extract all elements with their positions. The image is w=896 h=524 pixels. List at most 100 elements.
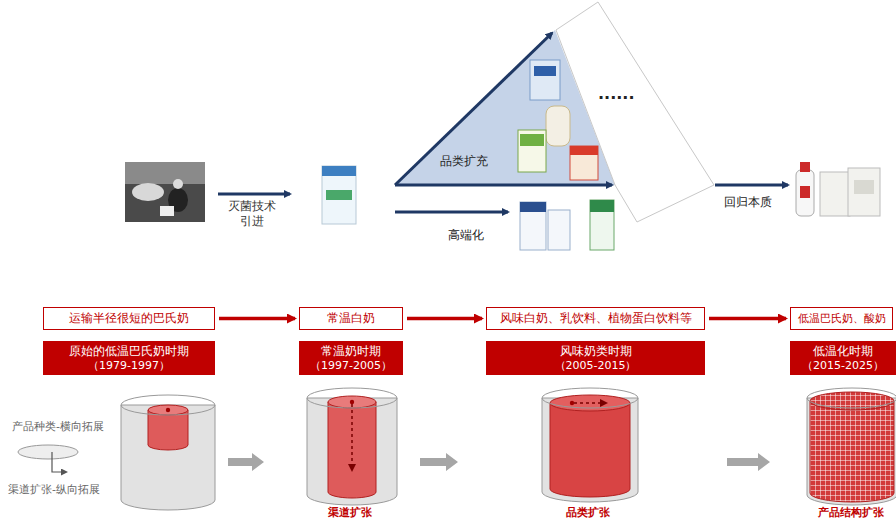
arrow bbox=[218, 193, 290, 196]
cylinder-side bbox=[807, 398, 896, 505]
node-years: （2015-2025） bbox=[802, 359, 884, 372]
milk-bag bbox=[820, 172, 850, 216]
product-box: 低温巴氏奶、酸奶 bbox=[790, 307, 893, 330]
premium-cartons bbox=[520, 200, 614, 250]
cylinder bbox=[307, 388, 397, 505]
stage-arrow bbox=[219, 317, 295, 321]
carton-body bbox=[322, 166, 356, 224]
dashed-arrow bbox=[574, 402, 606, 404]
bottle-label bbox=[800, 186, 810, 198]
product bbox=[570, 146, 598, 180]
node-years: （2005-2015） bbox=[555, 359, 637, 372]
node-title: 低温巴氏奶、酸奶 bbox=[798, 312, 886, 326]
arrow bbox=[715, 184, 788, 187]
inner-cylinder bbox=[550, 403, 630, 497]
gray-arrow bbox=[228, 453, 264, 471]
ellipsis: ...... bbox=[598, 84, 634, 104]
node-title: 原始的低温巴氏奶时期 bbox=[69, 344, 189, 358]
arrow-label: 回归本质 bbox=[724, 195, 772, 210]
node-title: 低温化时期 bbox=[813, 344, 873, 358]
arrow bbox=[395, 211, 508, 214]
node-title: 风味白奶、乳饮料、植物蛋白饮料等 bbox=[500, 311, 692, 325]
photo-bucket bbox=[160, 206, 174, 216]
axis-ellipse bbox=[18, 445, 78, 459]
arrow-label: 品类扩充 bbox=[440, 154, 488, 169]
carton-body bbox=[520, 202, 546, 250]
arrow-label: 高端化 bbox=[448, 228, 484, 243]
node-years: （1997-2005） bbox=[310, 359, 392, 372]
milk-bag bbox=[848, 168, 880, 216]
fresh-milk-products bbox=[796, 162, 880, 216]
node-title: 常温奶时期 bbox=[321, 344, 381, 358]
inner-top bbox=[550, 395, 630, 411]
stage-label: 品类扩张 bbox=[566, 506, 610, 520]
old-photo bbox=[125, 162, 205, 222]
carton-band bbox=[326, 190, 352, 200]
inner-cylinder bbox=[810, 401, 894, 502]
carton-body bbox=[590, 200, 614, 250]
node-title: 常温白奶 bbox=[327, 311, 375, 325]
inner-top bbox=[148, 405, 188, 415]
cylinder bbox=[121, 395, 215, 510]
stage-label: 渠道扩张 bbox=[328, 506, 372, 520]
inner-cylinder bbox=[328, 402, 376, 498]
photo-sky bbox=[125, 162, 205, 184]
carton-body bbox=[548, 210, 570, 250]
dashed-arrow bbox=[351, 404, 353, 470]
cylinder bbox=[542, 388, 638, 502]
cylinder bbox=[807, 388, 896, 505]
photo-ground bbox=[125, 162, 205, 222]
node-years: （1979-1997） bbox=[88, 359, 170, 372]
cylinder-side bbox=[121, 405, 215, 510]
white-panel bbox=[556, 2, 714, 222]
product bbox=[546, 106, 570, 146]
product bbox=[518, 130, 546, 172]
dot bbox=[166, 408, 170, 412]
inner-top bbox=[810, 392, 894, 410]
dot bbox=[350, 400, 354, 404]
bottle-cap bbox=[800, 162, 810, 172]
product bbox=[530, 60, 560, 100]
gray-arrow bbox=[420, 453, 458, 471]
photo-head bbox=[173, 179, 183, 189]
carton-top bbox=[520, 202, 546, 212]
axis-label: 产品种类-横向拓展 bbox=[12, 420, 104, 434]
product-label bbox=[520, 134, 544, 146]
period-band: 风味奶类时期（2005-2015） bbox=[486, 341, 705, 375]
axis-arrow bbox=[52, 452, 66, 472]
period-band: 常温奶时期（1997-2005） bbox=[299, 341, 403, 375]
arrow-label: 灭菌技术 引进 bbox=[226, 199, 278, 229]
node-title: 运输半径很短的巴氏奶 bbox=[69, 311, 189, 325]
cylinder-side bbox=[542, 398, 638, 502]
product-label bbox=[534, 66, 556, 76]
period-band: 原始的低温巴氏奶时期（1979-1997） bbox=[43, 341, 215, 375]
cylinder-top bbox=[307, 388, 397, 408]
axis-label: 渠道扩张-纵向拓展 bbox=[8, 483, 100, 497]
inner-cylinder bbox=[148, 410, 188, 450]
photo-cow bbox=[132, 183, 164, 201]
product-box: 风味白奶、乳饮料、植物蛋白饮料等 bbox=[486, 307, 705, 330]
stage-label: 产品结构扩张 bbox=[818, 506, 884, 520]
carton-top bbox=[590, 200, 614, 212]
milk-carton bbox=[322, 166, 356, 224]
bottle bbox=[796, 170, 814, 216]
arrow bbox=[395, 184, 612, 187]
cylinder-top bbox=[542, 388, 638, 408]
product-box: 常温白奶 bbox=[299, 307, 403, 330]
cylinder-side bbox=[307, 398, 397, 505]
bag-label bbox=[854, 180, 874, 194]
stage-arrow bbox=[709, 317, 786, 321]
stage-arrow bbox=[407, 317, 482, 321]
node-title: 风味奶类时期 bbox=[560, 344, 632, 358]
period-band: 低温化时期（2015-2025） bbox=[790, 341, 896, 375]
dot bbox=[570, 401, 574, 405]
cylinder-top bbox=[807, 388, 896, 408]
product-lid bbox=[570, 146, 598, 155]
carton-top bbox=[322, 166, 356, 176]
cylinder-top bbox=[121, 395, 215, 415]
product-images bbox=[518, 60, 598, 180]
